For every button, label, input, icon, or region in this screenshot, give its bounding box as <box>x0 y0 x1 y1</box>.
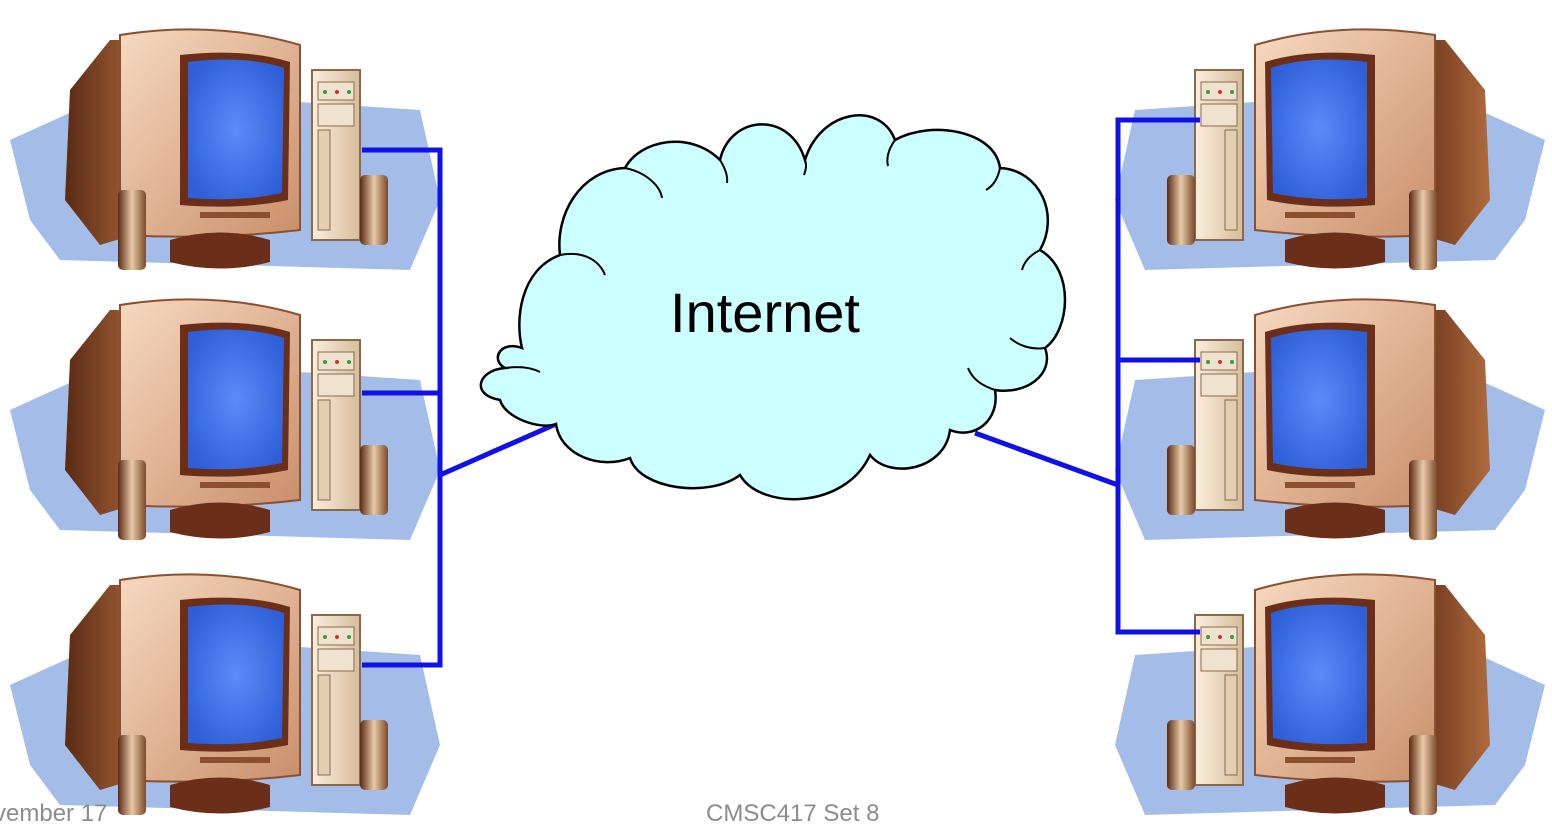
footer-course: CMSC417 Set 8 <box>706 800 880 827</box>
internet-label: Internet <box>670 281 860 344</box>
computer-left-3 <box>9 573 441 816</box>
internet-cloud <box>479 114 1067 501</box>
footer-date: vember 17 <box>0 800 108 827</box>
cloud-inner-contours <box>504 139 1046 391</box>
computer-right-2 <box>1114 298 1546 541</box>
computer-right-3 <box>1114 573 1546 816</box>
right-network-bus <box>974 117 1200 635</box>
computer-right-1 <box>1114 28 1546 271</box>
left-network-bus <box>362 147 558 668</box>
computer-left-2 <box>9 298 441 541</box>
